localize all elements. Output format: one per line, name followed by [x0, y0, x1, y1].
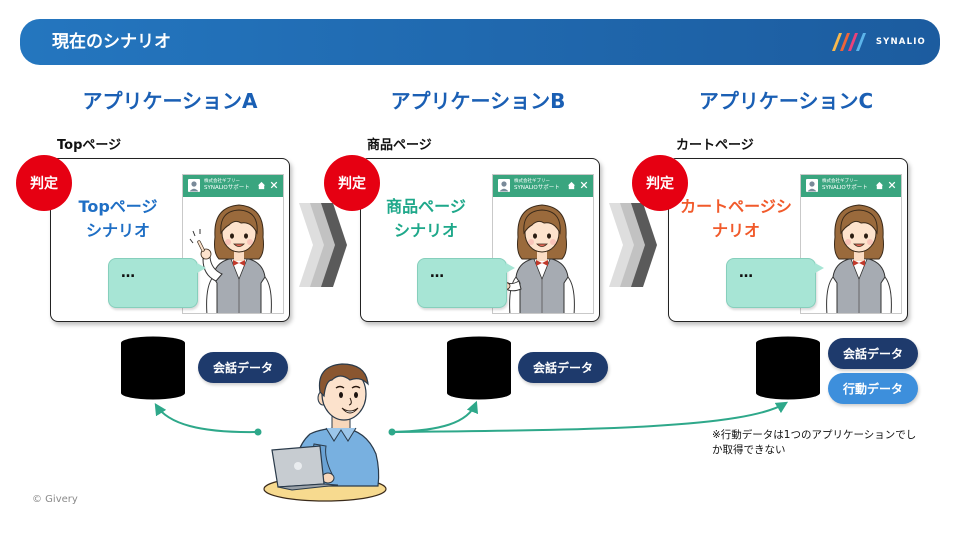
header-bar: 現在のシナリオ SYNALIO	[20, 19, 940, 65]
person-icon	[806, 179, 818, 192]
flow-origin-dot-left	[254, 428, 262, 436]
operator-avatar	[806, 179, 818, 192]
database-icon	[446, 336, 512, 400]
data-pill-conversation-b: 会話データ	[518, 352, 608, 383]
data-pill-conversation-a: 会話データ	[198, 352, 288, 383]
scenario-line: ナリオ	[711, 221, 760, 240]
scenario-label-c: カートページシ ナリオ	[677, 195, 795, 243]
person-icon	[498, 179, 510, 192]
chat-widget-header: 株式会社ギブリー SYNALIOサポート	[801, 175, 901, 197]
judgement-badge-a: 判定	[16, 155, 72, 211]
widget-title: SYNALIOサポート	[822, 185, 868, 191]
scenario-line: 商品ページ	[386, 197, 466, 216]
app-title-a: アプリケーションA	[82, 89, 258, 113]
widget-title: SYNALIOサポート	[514, 185, 560, 191]
home-icon	[567, 181, 576, 190]
database-icon	[120, 336, 186, 400]
data-pill-behavior-c: 行動データ	[828, 373, 918, 404]
flow-arrow-to-db-b	[391, 400, 478, 433]
close-icon	[270, 181, 278, 189]
home-icon	[257, 181, 266, 190]
bubble-text: …	[121, 265, 135, 281]
scenario-label-a: Topページ シナリオ	[59, 195, 177, 243]
synalio-logo: SYNALIO	[831, 33, 926, 51]
flow-arrow-to-db-c	[391, 401, 789, 433]
data-pill-conversation-c: 会話データ	[828, 338, 918, 369]
operator-illustration	[809, 197, 902, 314]
page-label-a: Topページ	[57, 138, 122, 153]
scenario-line: カートページシ	[680, 197, 792, 216]
app-title-c: アプリケーションC	[698, 89, 874, 113]
bubble-text: …	[430, 265, 444, 281]
speech-bubble-a: …	[108, 258, 206, 308]
chat-widget-c: 株式会社ギブリー SYNALIOサポート	[800, 174, 902, 314]
bubble-text: …	[739, 265, 753, 281]
chat-widget-a: 株式会社ギブリー SYNALIOサポート	[182, 174, 284, 314]
widget-company: 株式会社ギブリー	[822, 179, 858, 184]
footnote-line: ※行動データは1つのアプリケーションでし	[712, 429, 917, 441]
synalio-logo-icon	[831, 33, 866, 51]
logo-text: SYNALIO	[875, 37, 926, 47]
chat-widget-b: 株式会社ギブリー SYNALIOサポート	[492, 174, 594, 314]
close-icon	[580, 181, 588, 189]
operator-pointing-illustration	[189, 197, 284, 314]
home-icon	[875, 181, 884, 190]
close-icon	[888, 181, 896, 189]
chat-widget-header: 株式会社ギブリー SYNALIOサポート	[183, 175, 283, 197]
footnote: ※行動データは1つのアプリケーションでし か取得できない	[712, 428, 916, 458]
footnote-line: か取得できない	[712, 444, 786, 456]
speech-bubble-b: …	[417, 258, 515, 308]
widget-company: 株式会社ギブリー	[204, 179, 240, 184]
scenario-label-b: 商品ページ シナリオ	[367, 195, 485, 243]
widget-company: 株式会社ギブリー	[514, 179, 550, 184]
scenario-line: Topページ	[78, 197, 158, 216]
scenario-line: シナリオ	[393, 221, 458, 240]
flow-arrow-to-db-a	[154, 402, 259, 434]
app-title-b: アプリケーションB	[390, 89, 566, 113]
page-label-c: カートページ	[676, 138, 754, 153]
operator-avatar	[188, 179, 200, 192]
person-icon	[188, 179, 200, 192]
scenario-line: シナリオ	[85, 221, 150, 240]
flow-origin-dot-right	[388, 428, 396, 436]
speech-bubble-c: …	[726, 258, 824, 308]
chat-widget-header: 株式会社ギブリー SYNALIOサポート	[493, 175, 593, 197]
widget-title: SYNALIOサポート	[204, 185, 250, 191]
page-title: 現在のシナリオ	[52, 32, 171, 52]
operator-avatar	[498, 179, 510, 192]
judgement-badge-b: 判定	[324, 155, 380, 211]
copyright: © Givery	[32, 494, 78, 505]
database-icon	[755, 336, 821, 400]
page-label-b: 商品ページ	[367, 138, 432, 153]
operator-gesturing-illustration	[499, 197, 592, 314]
user-with-laptop-illustration	[263, 363, 387, 502]
judgement-badge-c: 判定	[632, 155, 688, 211]
